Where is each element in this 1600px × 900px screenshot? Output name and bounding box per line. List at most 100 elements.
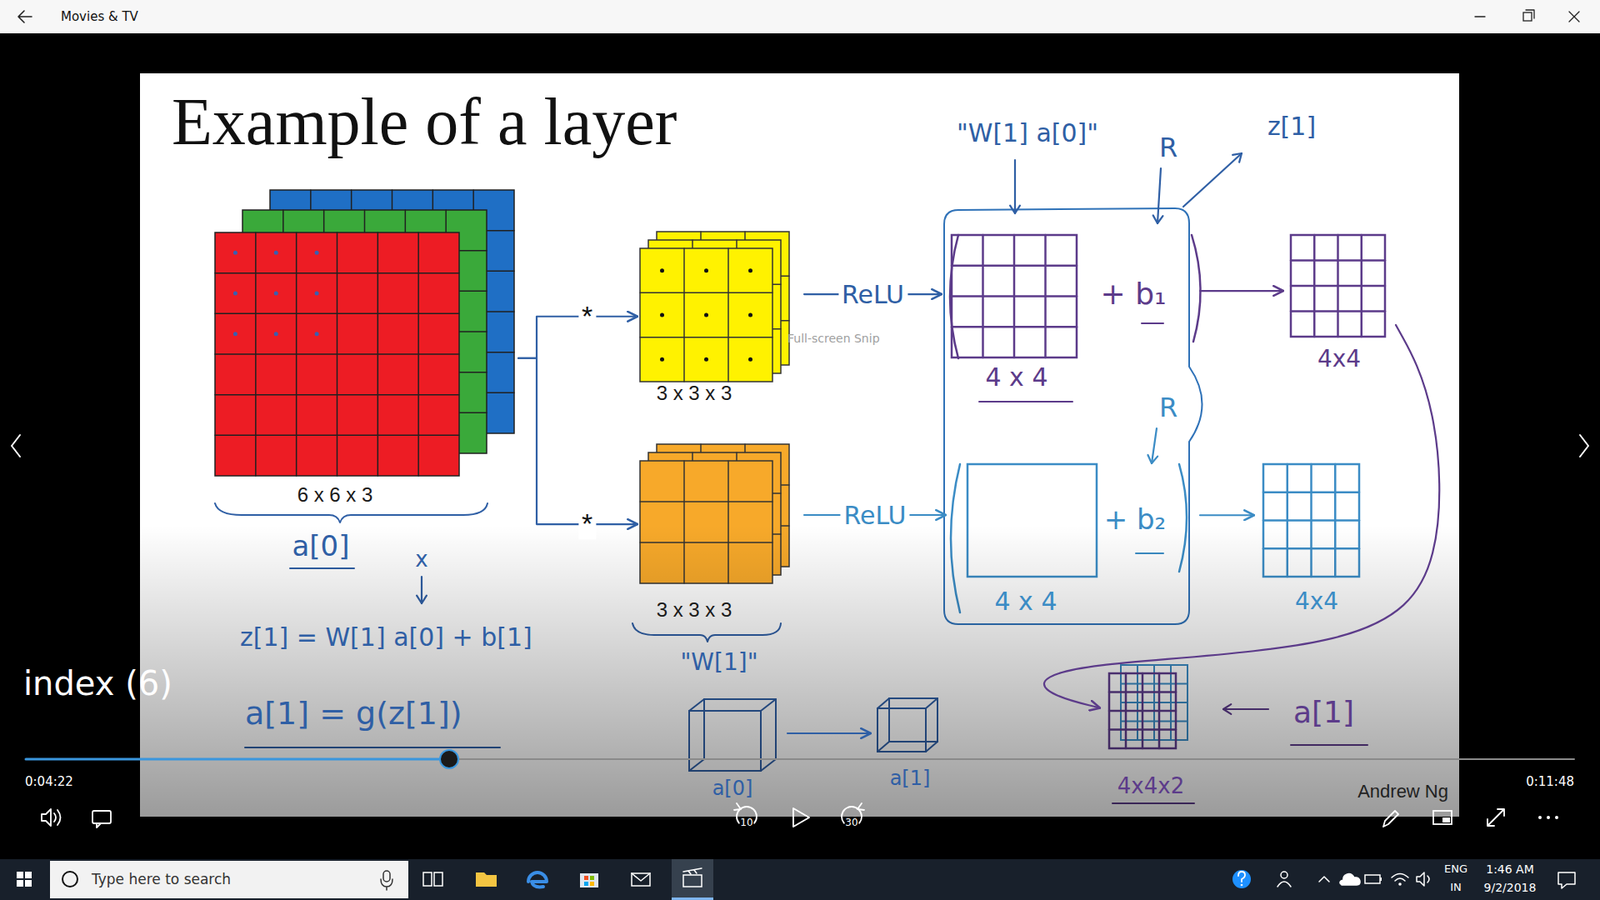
video-area xyxy=(0,33,1600,860)
output-volume: 4x4x2 xyxy=(1100,666,1196,805)
onedrive-icon xyxy=(1340,874,1360,886)
receptive-dot xyxy=(315,331,320,336)
arrow xyxy=(1200,290,1284,292)
activation-label: a[1] xyxy=(890,766,931,791)
input-volume: 6 x 6 x 3a[0] xyxy=(212,187,519,567)
filter-channel-line xyxy=(727,248,730,382)
activation-label: a[0] xyxy=(712,776,754,801)
active-app xyxy=(671,859,714,900)
battery-icon xyxy=(1380,877,1382,881)
edge-label: * xyxy=(578,508,596,540)
weight-dot xyxy=(704,357,709,362)
play-icon xyxy=(793,808,810,827)
hand-grid-line xyxy=(1290,310,1385,313)
start-icon xyxy=(25,880,32,887)
overlay-gradient xyxy=(0,525,1600,860)
previous-chevron xyxy=(11,435,20,457)
equation: a[1] = g(z[1]) xyxy=(245,695,463,734)
timeline-knob xyxy=(440,750,459,769)
conv-output: 4 x 4+ b₁ xyxy=(941,229,1200,409)
total-time: 0:11:48 xyxy=(1525,774,1575,790)
hand-arrow xyxy=(1157,168,1161,224)
taskview-icon xyxy=(434,872,443,886)
receptive-dot xyxy=(274,250,279,255)
input-channel-line xyxy=(215,394,460,396)
title-bar xyxy=(0,0,1600,34)
arrowhead xyxy=(1232,153,1242,163)
input-channel-line xyxy=(215,313,460,315)
filter-channel xyxy=(640,248,773,382)
weight-dot xyxy=(704,268,709,273)
mail-icon xyxy=(631,873,650,886)
mail-icon xyxy=(631,873,650,881)
captions-icon xyxy=(92,810,111,824)
help-icon xyxy=(1238,871,1245,882)
people-icon xyxy=(1280,871,1288,879)
edge-icon xyxy=(528,872,547,887)
arrowhead xyxy=(1010,205,1020,214)
dimension-label: 4x4x2 xyxy=(1117,773,1185,800)
video-title: index (6) xyxy=(23,663,173,704)
weight-dot xyxy=(660,357,665,362)
filter-channel-line xyxy=(640,336,773,339)
store-icon xyxy=(584,875,589,880)
active-indicator xyxy=(671,897,714,900)
dimension-label: 4x4 xyxy=(1295,587,1339,616)
battery-icon xyxy=(1365,875,1380,884)
underline xyxy=(979,400,1073,403)
edge-label: * xyxy=(578,300,596,332)
volume-tray-icon xyxy=(1427,875,1430,883)
start-icon xyxy=(25,871,32,879)
mic-icon xyxy=(383,870,390,882)
hand-grid-line xyxy=(951,295,1077,298)
volume-tray-icon xyxy=(1416,872,1425,886)
weight-dot xyxy=(704,313,709,318)
region: IN xyxy=(1450,880,1462,895)
parenthesis xyxy=(950,235,959,359)
weight-dot xyxy=(660,268,665,273)
hand-grid-line xyxy=(951,325,1077,329)
restore-icon xyxy=(1525,10,1535,19)
parenthesis xyxy=(1191,235,1201,342)
brace xyxy=(215,503,488,523)
receptive-dot xyxy=(233,250,238,255)
dimension-label: 3 x 3 x 3 xyxy=(656,598,733,623)
help-icon xyxy=(1232,870,1251,889)
start-icon xyxy=(16,871,24,879)
explorer-icon xyxy=(475,872,497,887)
arrowhead xyxy=(1147,455,1158,464)
arrowhead xyxy=(1153,215,1164,224)
wifi-icon xyxy=(1391,874,1409,882)
dimension-label: 3 x 3 x 3 xyxy=(656,381,733,406)
equation: z[1] = W[1] a[0] + b[1] xyxy=(240,622,533,653)
activation-label: a[0] xyxy=(292,529,350,564)
taskview-icon xyxy=(423,872,432,886)
timeline-track xyxy=(25,758,1575,760)
more-icon xyxy=(1538,815,1542,820)
relu-output: 4x4 xyxy=(1254,458,1371,618)
forward-icon xyxy=(857,803,865,810)
bias-term: + b₂ xyxy=(1104,502,1167,537)
relu-output: 4x4 xyxy=(1283,229,1396,375)
tray-chevron xyxy=(1319,876,1330,882)
input-channel xyxy=(215,232,460,476)
receptive-dot xyxy=(315,291,320,296)
receptive-dot xyxy=(315,250,320,255)
curved-arrow xyxy=(1044,325,1440,709)
weight-dot xyxy=(748,357,753,362)
hand-grid xyxy=(1290,235,1385,337)
start-icon xyxy=(16,880,24,887)
replay-icon xyxy=(734,803,741,810)
arrow xyxy=(518,358,638,525)
edge-label: ReLU xyxy=(838,280,908,309)
arrow xyxy=(787,732,871,735)
receptive-dot xyxy=(233,331,238,336)
language: ENG xyxy=(1444,862,1468,876)
miniview-icon xyxy=(1433,810,1452,825)
annotation: R xyxy=(1159,131,1178,164)
underline xyxy=(1141,322,1164,325)
weight-dot xyxy=(660,313,665,318)
annotation: z[1] xyxy=(1267,111,1316,142)
back-icon xyxy=(18,10,32,23)
